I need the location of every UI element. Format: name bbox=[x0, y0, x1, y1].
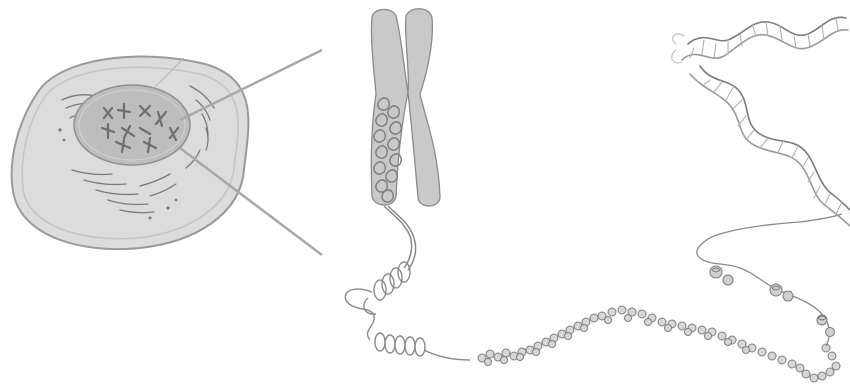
nucleus-envelope bbox=[74, 85, 190, 165]
base-pairs bbox=[690, 18, 842, 214]
solenoid-coil bbox=[345, 262, 470, 360]
chromatin-fiber bbox=[384, 206, 416, 270]
helix-strand-b bbox=[682, 30, 850, 226]
dna-double-helix bbox=[672, 17, 850, 226]
fiber-segment-a bbox=[478, 314, 598, 366]
linker-dna bbox=[697, 214, 842, 346]
helix-strand-a bbox=[688, 17, 850, 210]
chromosome-chromatid-left bbox=[371, 9, 408, 205]
chromosome bbox=[371, 9, 440, 206]
helix-wisps bbox=[672, 34, 684, 63]
fiber-segment-c bbox=[758, 344, 840, 382]
nucleosomes bbox=[710, 266, 835, 337]
fiber-segment-b bbox=[598, 306, 756, 354]
nucleosome-fiber bbox=[697, 214, 842, 346]
chromosome-chromatid-right bbox=[406, 9, 440, 206]
thirty-nm-fiber bbox=[478, 306, 840, 382]
